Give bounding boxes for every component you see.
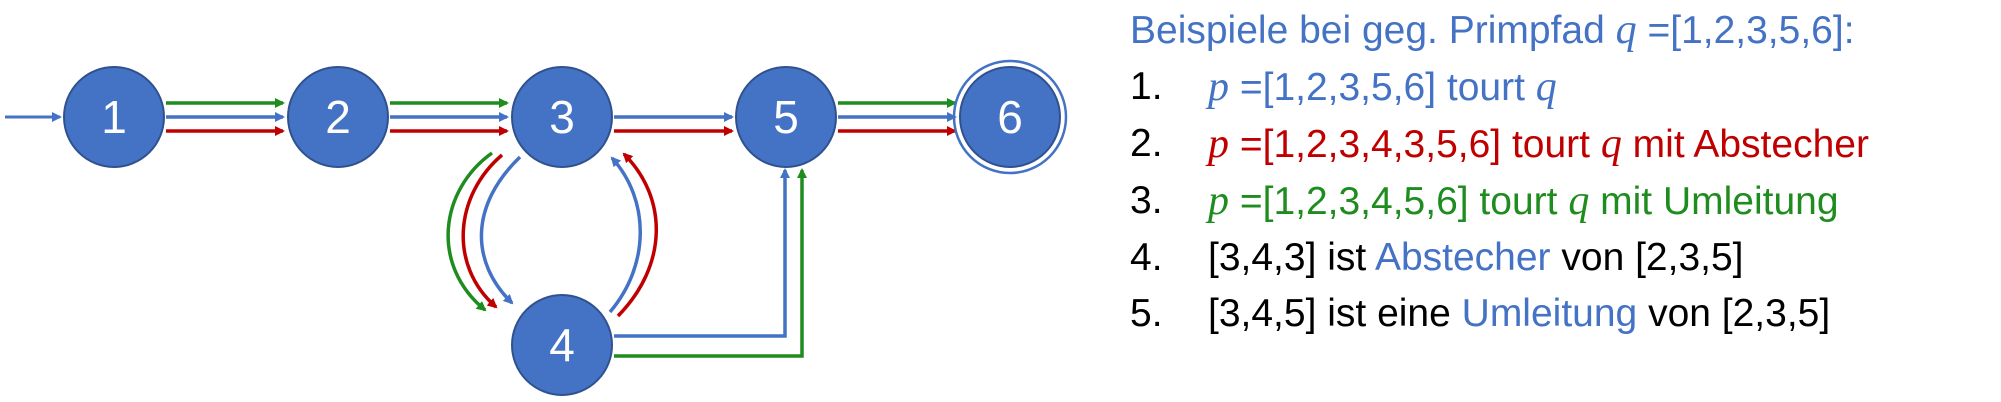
node-2: 2 [287,66,389,168]
item-2-number: 2. [1130,122,1163,165]
item-5-number: 5. [1130,292,1163,335]
item-4-term: Abstecher [1374,236,1551,279]
heading-seq: =[1,2,3,5,6]: [1636,9,1855,52]
item-2-rest: mit Abstecher [1621,123,1869,166]
node-6-label: 6 [997,91,1023,143]
item-2-seq: =[1,2,3,4,3,5,6] tourt [1229,123,1601,166]
list-item-1: 1. p =[1,2,3,5,6] tourt q [1130,59,2000,116]
node-3-label: 3 [549,91,575,143]
node-1-label: 1 [101,91,127,143]
node-4: 4 [511,294,613,396]
item-4-text-b: von [2,3,5] [1550,236,1744,279]
item-1-p: p [1208,64,1229,110]
edge-2-3 [390,98,509,136]
node-1: 1 [63,66,165,168]
edge-5-6 [838,98,957,136]
heading-q: q [1615,7,1637,53]
list-item-4: 4. [3,4,3] ist Abstecher von [2,3,5] [1130,230,2000,286]
edge-3-4-green [446,151,494,312]
node-4-label: 4 [549,319,575,371]
edge-4-3 [608,152,658,318]
item-1-number: 1. [1130,65,1163,108]
heading: Beispiele bei geg. Primpfad q =[1,2,3,5,… [1130,2,2000,59]
item-5-term: Umleitung [1461,292,1638,335]
item-2-q: q [1600,121,1622,167]
text-panel: Beispiele bei geg. Primpfad q =[1,2,3,5,… [1130,2,2000,342]
item-2-p: p [1208,121,1229,167]
node-3: 3 [511,66,613,168]
edge-4-3-red [616,152,658,318]
item-3-p: p [1208,178,1229,224]
item-5-text-b: von [2,3,5] [1637,292,1831,335]
list-item-2: 2. p =[1,2,3,4,3,5,6] tourt q mit Abstec… [1130,116,2000,173]
edge-4-3-blue [608,156,642,314]
node-2-label: 2 [325,91,351,143]
node-5-label: 5 [773,91,799,143]
graph-diagram: 1 2 3 4 5 6 [5,59,1068,396]
edge-1-2 [166,98,285,136]
edge-4-5 [614,168,807,358]
edge-3-4 [446,151,522,312]
node-6-final: 6 [952,59,1068,175]
edge-4-5-blue [614,168,790,338]
edge-3-4-blue [479,155,522,305]
item-4-text-a: [3,4,3] ist [1208,236,1375,279]
edge-4-5-green [614,168,807,358]
edge-3-5 [614,112,734,136]
item-3-q: q [1568,178,1590,224]
item-1-q: q [1535,64,1557,110]
heading-text: Beispiele bei geg. Primpfad [1130,9,1616,52]
edge-3-4-red [461,153,504,309]
item-4-number: 4. [1130,236,1163,279]
item-3-rest: mit Umleitung [1589,180,1839,223]
item-5-text-a: [3,4,5] ist eine [1208,292,1462,335]
item-3-seq: =[1,2,3,4,5,6] tourt [1229,180,1569,223]
node-5: 5 [735,66,837,168]
item-3-number: 3. [1130,179,1163,222]
list-item-5: 5. [3,4,5] ist eine Umleitung von [2,3,5… [1130,286,2000,342]
item-1-seq: =[1,2,3,5,6] tourt [1229,66,1536,109]
list-item-3: 3. p =[1,2,3,4,5,6] tourt q mit Umleitun… [1130,173,2000,230]
